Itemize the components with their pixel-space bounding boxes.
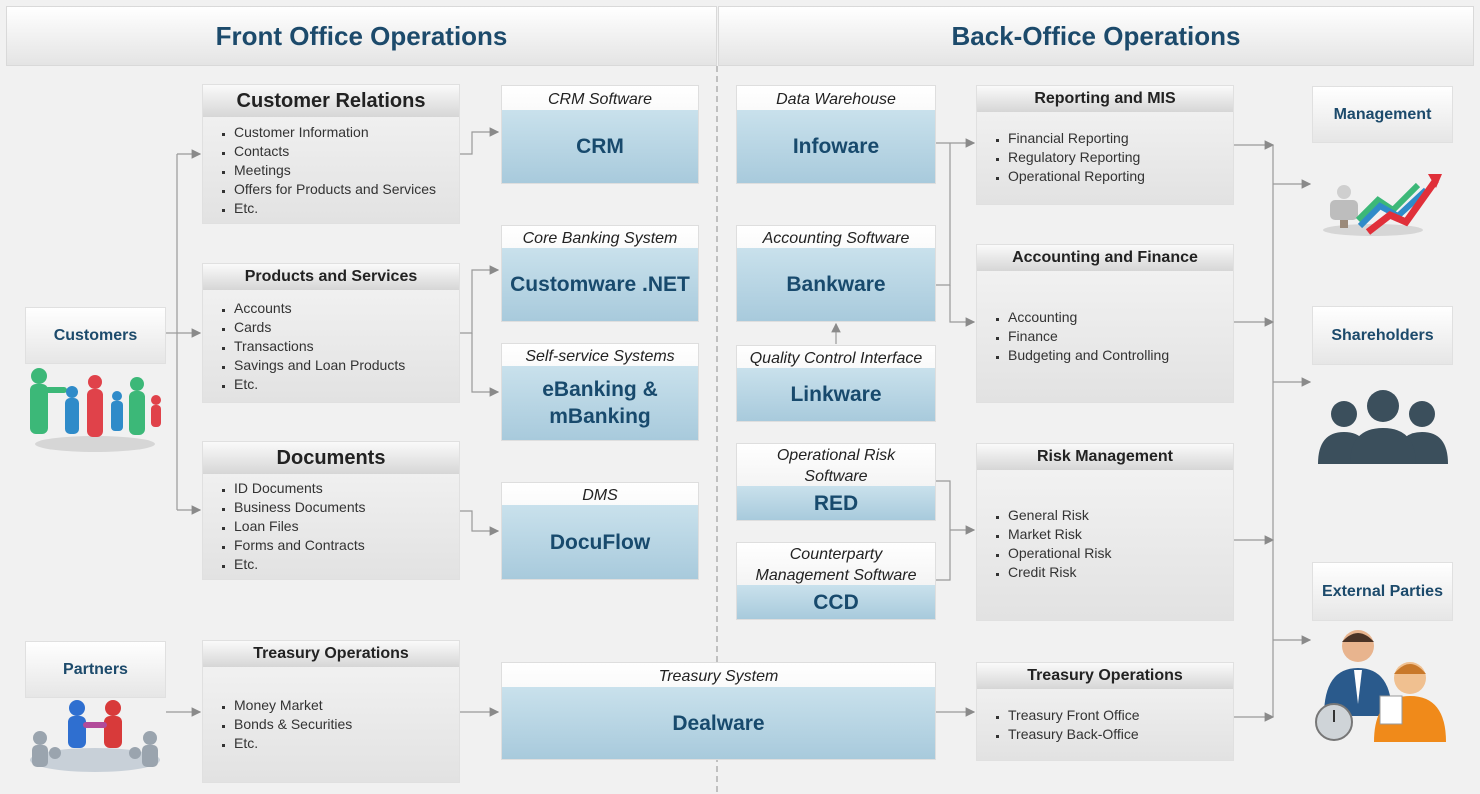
customers-people-icon [30,368,161,452]
list-item: Etc. [234,734,352,753]
list-item: Market Risk [1008,525,1112,544]
panel-title: Products and Services [203,264,459,290]
list-item: Money Market [234,696,352,715]
counterparty-management-system: Counterparty Management Software CCD [736,542,936,620]
treasury-operations-front-panel: Treasury Operations Money Market Bonds &… [202,640,460,783]
system-caption: Accounting Software [762,229,910,247]
list-item: Etc. [234,199,436,218]
system-caption: CRM Software [547,90,653,108]
reporting-list: Financial Reporting Regulatory Reporting… [977,129,1145,186]
customer-relations-panel: Customer Relations Customer Information … [202,84,460,224]
list-item: Finance [1008,327,1169,346]
system-name: eBanking & mBanking [502,366,698,440]
list-item: Loan Files [234,517,366,536]
system-name: Infoware [737,110,935,183]
documents-panel: Documents ID Documents Business Document… [202,441,460,580]
list-item: Customer Information [234,123,436,142]
customers-box: Customers [25,307,166,364]
dms-system: DMS DocuFlow [501,482,699,580]
list-item: Financial Reporting [1008,129,1145,148]
management-growth-icon [1323,174,1442,236]
external-parties-box: External Parties [1312,562,1453,621]
list-item: Etc. [234,555,366,574]
risk-list: General Risk Market Risk Operational Ris… [977,506,1112,582]
list-item: Accounting [1008,308,1169,327]
list-item: Accounts [234,299,405,318]
system-caption: Data Warehouse [776,90,896,108]
list-item: Etc. [234,375,405,394]
system-caption: DMS [582,486,618,504]
system-name: Bankware [737,248,935,321]
partners-box: Partners [25,641,166,698]
panel-title: Risk Management [977,444,1233,470]
products-services-list: Accounts Cards Transactions Savings and … [203,299,405,394]
list-item: Cards [234,318,405,337]
list-item: Treasury Front Office [1008,706,1139,725]
system-name: CRM [502,110,698,183]
shareholders-group-icon [1318,390,1448,464]
system-name: Customware .NET [502,248,698,321]
list-item: Business Documents [234,498,366,517]
list-item: Meetings [234,161,436,180]
system-caption: Treasury System [658,667,779,685]
front-office-header: Front Office Operations [6,6,717,66]
documents-list: ID Documents Business Documents Loan Fil… [203,479,366,574]
list-item: Bonds & Securities [234,715,352,734]
panel-title: Reporting and MIS [977,86,1233,112]
risk-management-panel: Risk Management General Risk Market Risk… [976,443,1234,621]
management-box: Management [1312,86,1453,143]
system-caption: Operational Risk Software [776,447,896,485]
external-parties-icon [1315,630,1446,742]
system-caption: Quality Control Interface [749,349,923,367]
panel-title: Treasury Operations [977,663,1233,689]
list-item: Transactions [234,337,405,356]
panel-title: Documents [203,442,459,474]
list-item: Budgeting and Controlling [1008,346,1169,365]
accounting-software-system: Accounting Software Bankware [736,225,936,322]
list-item: Operational Reporting [1008,167,1145,186]
quality-control-system: Quality Control Interface Linkware [736,345,936,422]
list-item: ID Documents [234,479,366,498]
products-services-panel: Products and Services Accounts Cards Tra… [202,263,460,403]
system-caption: Counterparty Management Software [755,546,917,584]
reporting-mis-panel: Reporting and MIS Financial Reporting Re… [976,85,1234,205]
system-name: DocuFlow [502,505,698,579]
data-warehouse-system: Data Warehouse Infoware [736,85,936,184]
panel-title: Accounting and Finance [977,245,1233,271]
treasury-front-list: Money Market Bonds & Securities Etc. [203,696,352,753]
system-caption: Self-service Systems [525,347,675,365]
treasury-system: Treasury System Dealware [501,662,936,760]
list-item: Forms and Contracts [234,536,366,555]
treasury-back-list: Treasury Front Office Treasury Back-Offi… [977,706,1139,744]
list-item: Operational Risk [1008,544,1112,563]
list-item: Regulatory Reporting [1008,148,1145,167]
operational-risk-system: Operational Risk Software RED [736,443,936,521]
system-caption: Core Banking System [522,229,678,247]
list-item: Savings and Loan Products [234,356,405,375]
shareholders-box: Shareholders [1312,306,1453,365]
panel-title: Customer Relations [203,85,459,117]
core-banking-system: Core Banking System Customware .NET [501,225,699,322]
accounting-finance-panel: Accounting and Finance Accounting Financ… [976,244,1234,403]
self-service-system: Self-service Systems eBanking & mBanking [501,343,699,441]
list-item: Offers for Products and Services [234,180,436,199]
system-name: RED [737,486,935,520]
list-item: Contacts [234,142,436,161]
list-item: Credit Risk [1008,563,1112,582]
system-name: Dealware [502,687,935,759]
back-office-header: Back-Office Operations [718,6,1474,66]
partners-handshake-icon [30,700,160,772]
crm-system: CRM Software CRM [501,85,699,184]
treasury-operations-back-panel: Treasury Operations Treasury Front Offic… [976,662,1234,761]
list-item: Treasury Back-Office [1008,725,1139,744]
customer-relations-list: Customer Information Contacts Meetings O… [203,123,436,218]
list-item: General Risk [1008,506,1112,525]
system-name: CCD [737,585,935,619]
panel-title: Treasury Operations [203,641,459,667]
system-name: Linkware [737,368,935,421]
accounting-list: Accounting Finance Budgeting and Control… [977,308,1169,365]
